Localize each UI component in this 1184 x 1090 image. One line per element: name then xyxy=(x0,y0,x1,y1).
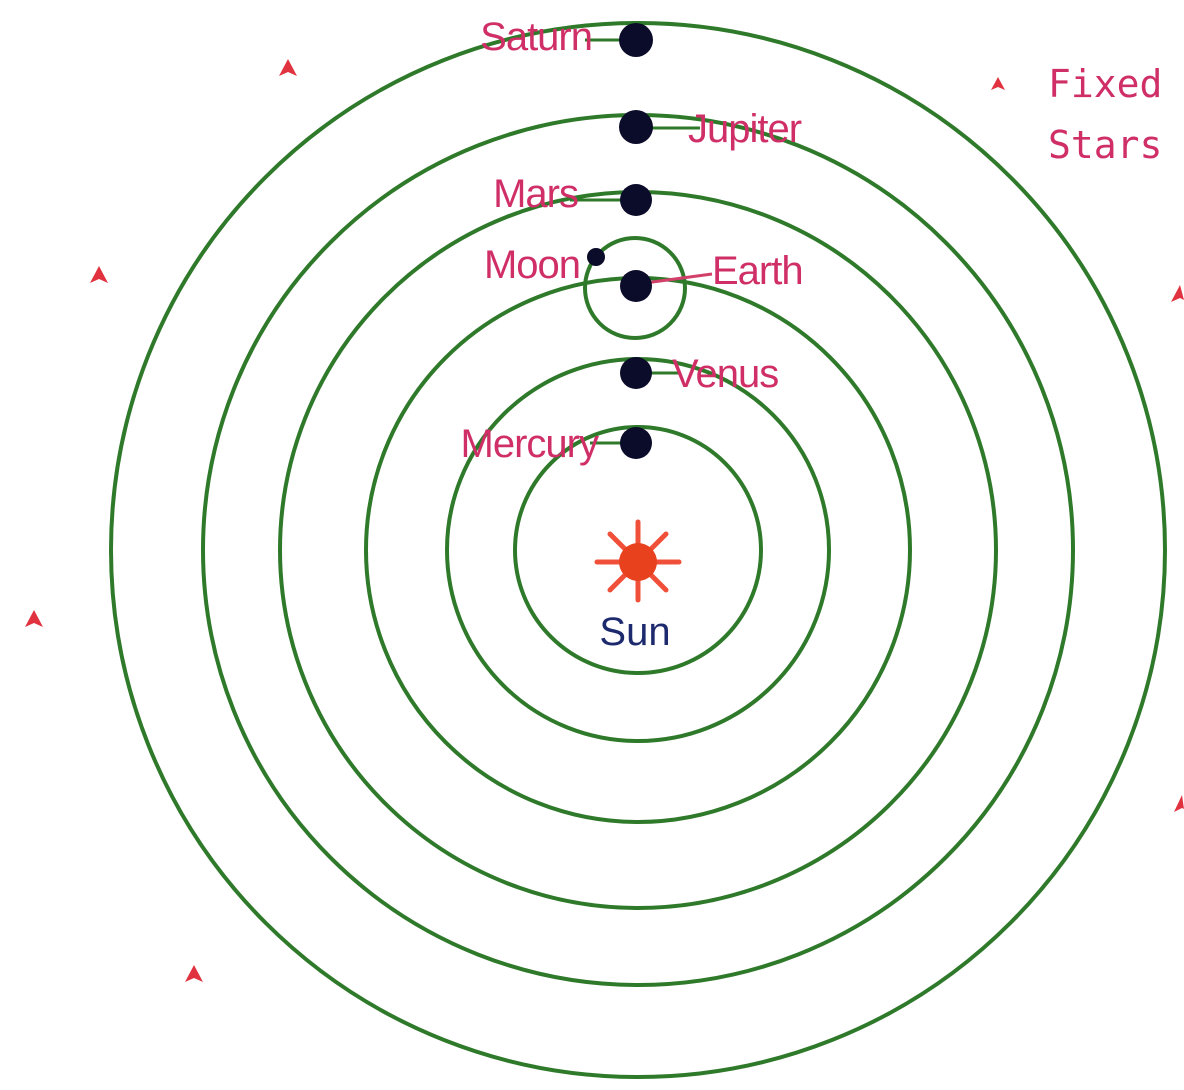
moon xyxy=(587,248,605,266)
label-jupiter: Jupiter xyxy=(688,107,802,151)
fixed-star-icon xyxy=(1171,285,1184,302)
fixed-star-icon xyxy=(25,610,43,627)
orbit-moon xyxy=(583,236,687,340)
planet-mars xyxy=(620,184,652,216)
planet-saturn xyxy=(619,23,653,57)
fixed-stars-label-line1: Fixed xyxy=(1048,62,1162,106)
planet-jupiter xyxy=(619,110,653,144)
fixed-star-icon xyxy=(90,266,108,283)
earth-leader xyxy=(644,272,713,285)
label-venus: Venus xyxy=(672,352,778,396)
orbit-saturn xyxy=(109,21,1167,1079)
label-moon: Moon xyxy=(484,243,580,287)
sun-label: Sun xyxy=(599,610,670,654)
fixed-star-icon xyxy=(1174,795,1184,812)
planet-earth xyxy=(620,270,652,302)
planet-mercury xyxy=(620,427,652,459)
legend-star-icon xyxy=(991,77,1005,90)
fixed-star-icon xyxy=(185,965,203,982)
fixed-stars-label-line2: Stars xyxy=(1048,123,1162,167)
label-saturn: Saturn xyxy=(480,15,592,59)
sun-icon xyxy=(594,519,682,603)
label-earth: Earth xyxy=(712,249,803,293)
planet-venus xyxy=(620,357,652,389)
label-mercury: Mercury xyxy=(461,422,599,466)
fixed-star-icon xyxy=(279,59,297,76)
label-mars: Mars xyxy=(493,172,578,216)
orbit-mercury xyxy=(513,425,763,675)
